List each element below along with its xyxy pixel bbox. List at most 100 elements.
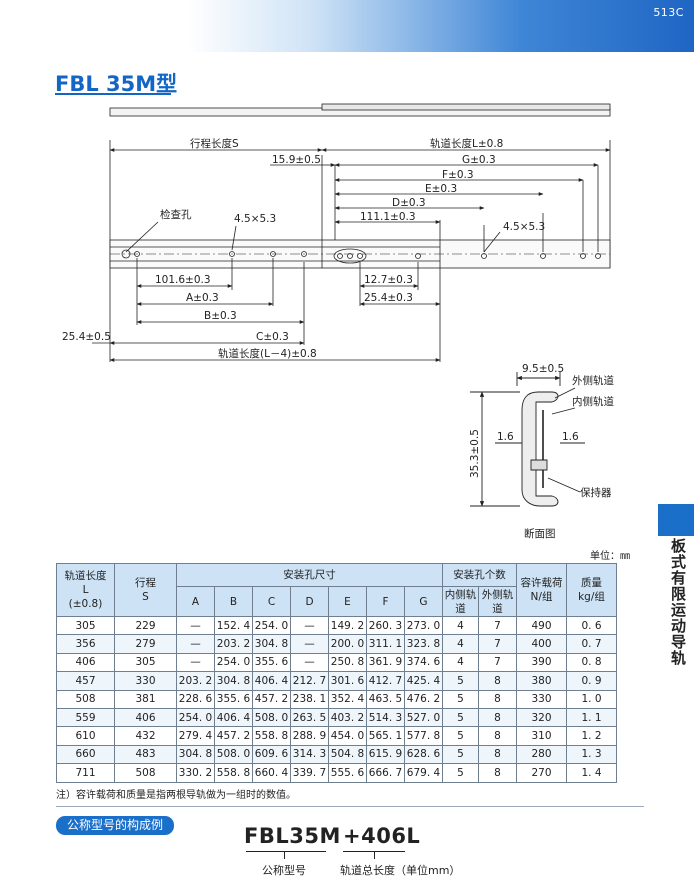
table-cell: 1. 1: [566, 707, 617, 728]
section-caption: 断面图: [524, 527, 556, 540]
table-cell: 339. 7: [290, 763, 329, 783]
table-cell: 4: [442, 615, 479, 636]
stroke-length-label: 行程长度S: [190, 137, 239, 150]
table-cell: 288. 9: [290, 726, 329, 746]
table-cell: 558. 8: [252, 726, 291, 746]
spec-table: 轨道长度 L (±0.8) 行程 S 安装孔尺寸 安装孔个数 容许载荷 N/组 …: [56, 563, 617, 783]
table-cell: 4: [442, 652, 479, 673]
table-cell: 374. 6: [404, 652, 443, 673]
table-cell: 400: [516, 634, 567, 654]
inner-rail-label: 内侧轨道: [572, 395, 614, 408]
table-cell: —: [290, 615, 329, 636]
table-cell: 152. 4: [214, 615, 253, 636]
hole-size-right-label: 4.5×5.3: [503, 221, 545, 233]
dim-a-label: A±0.3: [186, 292, 219, 304]
section-divider: [56, 806, 644, 807]
table-cell: —: [176, 652, 215, 673]
header-band: [0, 0, 694, 52]
table-cell: 301. 6: [328, 671, 367, 691]
table-cell: 660: [56, 744, 115, 765]
table-cell: 7: [478, 615, 517, 636]
outer-rail-label: 外侧轨道: [572, 374, 614, 387]
title-underline: [55, 93, 171, 95]
table-cell: 4: [442, 634, 479, 654]
table-cell: 5: [442, 707, 479, 728]
table-cell: 361. 9: [366, 652, 405, 673]
header-load: 容许载荷 N/组: [516, 563, 567, 617]
table-cell: 203. 2: [214, 634, 253, 654]
table-cell: 508: [56, 689, 115, 709]
table-cell: 610: [56, 726, 115, 746]
table-cell: 463. 5: [366, 689, 405, 709]
table-cell: 390: [516, 652, 567, 673]
table-cell: 483: [114, 744, 177, 765]
table-cell: 5: [442, 671, 479, 691]
table-cell: 330: [516, 689, 567, 709]
header-col-f: F: [366, 586, 405, 617]
header-stroke: 行程 S: [114, 563, 177, 617]
table-cell: 310: [516, 726, 567, 746]
table-cell: 356: [56, 634, 115, 654]
retainer-label: 保持器: [580, 486, 612, 499]
gap-right-label: 1.6: [562, 431, 579, 443]
table-cell: 504. 8: [328, 744, 367, 765]
table-cell: 476. 2: [404, 689, 443, 709]
table-cell: 406: [114, 707, 177, 728]
table-cell: 314. 3: [290, 744, 329, 765]
inspection-hole-label: 检查孔: [160, 208, 192, 221]
table-cell: 1. 0: [566, 689, 617, 709]
table-cell: 323. 8: [404, 634, 443, 654]
table-cell: 5: [442, 744, 479, 765]
dim-25-4-right-label: 25.4±0.3: [364, 292, 413, 304]
header-col-b: B: [214, 586, 253, 617]
table-cell: 1. 2: [566, 726, 617, 746]
table-cell: 8: [478, 671, 517, 691]
table-cell: 8: [478, 689, 517, 709]
table-cell: —: [290, 652, 329, 673]
table-cell: 330. 2: [176, 763, 215, 783]
table-cell: 254. 0: [252, 615, 291, 636]
table-cell: 254. 0: [214, 652, 253, 673]
table-cell: 559: [56, 707, 115, 728]
table-cell: 403. 2: [328, 707, 367, 728]
table-cell: 425. 4: [404, 671, 443, 691]
table-cell: 250. 8: [328, 652, 367, 673]
table-cell: 457. 2: [252, 689, 291, 709]
table-cell: 558. 8: [214, 763, 253, 783]
table-cell: 5: [442, 763, 479, 783]
table-cell: 508. 0: [214, 744, 253, 765]
table-cell: 679. 4: [404, 763, 443, 783]
length-code-tick: [374, 851, 375, 859]
table-cell: 0. 6: [566, 615, 617, 636]
header-rail-length: 轨道长度 L (±0.8): [56, 563, 115, 617]
gap-left-label: 1.6: [497, 431, 514, 443]
table-cell: 508. 0: [252, 707, 291, 728]
table-cell: 260. 3: [366, 615, 405, 636]
table-cell: 305: [114, 652, 177, 673]
dim-c-label: C±0.3: [256, 331, 289, 343]
table-cell: 628. 6: [404, 744, 443, 765]
table-cell: 406. 4: [214, 707, 253, 728]
table-cell: 406. 4: [252, 671, 291, 691]
table-cell: 490: [516, 615, 567, 636]
dim-f-label: F±0.3: [442, 169, 474, 181]
table-cell: 454. 0: [328, 726, 367, 746]
dim-b-label: B±0.3: [204, 310, 237, 322]
table-cell: 229: [114, 615, 177, 636]
rail-length-label: 轨道长度L±0.8: [430, 137, 503, 150]
rail-length-minus4-label: 轨道长度(L－4)±0.8: [218, 347, 317, 360]
table-cell: 212. 7: [290, 671, 329, 691]
table-cell: 304. 8: [214, 671, 253, 691]
page-title: FBL 35M型: [55, 72, 178, 96]
header-col-a: A: [176, 586, 215, 617]
table-cell: 304. 8: [176, 744, 215, 765]
table-cell: 355. 6: [214, 689, 253, 709]
table-cell: 615. 9: [366, 744, 405, 765]
table-cell: 203. 2: [176, 671, 215, 691]
table-cell: 254. 0: [176, 707, 215, 728]
